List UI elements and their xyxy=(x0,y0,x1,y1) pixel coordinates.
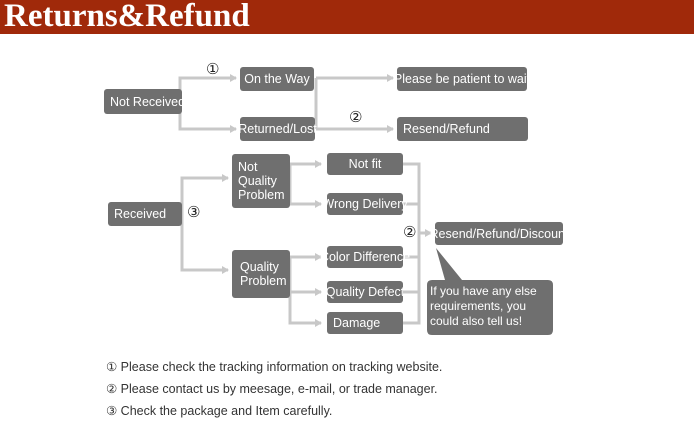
connector-quality-defect xyxy=(288,270,322,296)
marker-two-bottom: ② xyxy=(403,223,417,241)
returned-lost-box: Returned/Lost xyxy=(238,117,317,141)
note-1: ① Please check the tracking information … xyxy=(106,360,443,374)
title-banner: Returns&Refund xyxy=(0,0,694,34)
marker-two-top: ② xyxy=(349,108,363,126)
connector-not-quality-wrong xyxy=(288,178,322,208)
banner-title: Returns&Refund xyxy=(4,0,250,34)
connector-not-received-returned xyxy=(178,101,237,133)
not-quality-line-2: Quality xyxy=(238,174,277,188)
not-quality-line-3: Problem xyxy=(238,188,285,202)
connector-not-quality-not-fit xyxy=(288,160,322,178)
not-quality-line-1: Not xyxy=(238,160,258,174)
marker-three: ③ xyxy=(187,203,201,221)
connector-collector xyxy=(403,162,421,325)
color-difference-box: Color Difference xyxy=(320,246,410,268)
quality-line-2: Problem xyxy=(240,274,287,288)
not-received-box: Not Received xyxy=(104,89,185,114)
quality-problem-box: Quality Problem xyxy=(232,250,290,298)
wrong-delivery-box: Wrong Delivery xyxy=(322,193,408,215)
received-box: Received xyxy=(108,202,182,226)
note-2: ② Please contact us by meesage, e-mail, … xyxy=(106,382,438,396)
connector-not-received-on-the-way xyxy=(178,74,237,101)
connector-quality-damage xyxy=(288,292,322,327)
speech-bubble xyxy=(427,248,553,335)
on-the-way-box: On the Way xyxy=(240,67,314,91)
quality-line-1: Quality xyxy=(240,260,279,274)
not-quality-problem-box: Not Quality Problem xyxy=(232,154,290,208)
connector-received-not-quality xyxy=(180,174,229,213)
quality-defect-box: Quality Defect xyxy=(326,281,404,303)
not-fit-box: Not fit xyxy=(327,153,403,175)
connector-received-quality xyxy=(180,213,229,274)
bubble-text: If you have any else requirements, you c… xyxy=(430,284,537,328)
resend-refund-discount-box: Resend/Refund/Discount xyxy=(430,222,569,245)
be-patient-box: Please be patient to wait xyxy=(394,67,530,91)
connector-quality-color xyxy=(288,253,322,270)
resend-refund-box: Resend/Refund xyxy=(397,117,528,141)
note-3: ③ Check the package and Item carefully. xyxy=(106,404,333,418)
damage-box: Damage xyxy=(327,312,403,334)
marker-one: ① xyxy=(206,60,220,78)
